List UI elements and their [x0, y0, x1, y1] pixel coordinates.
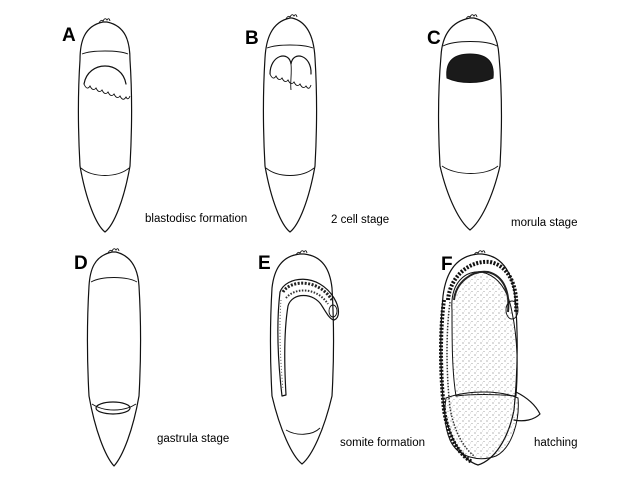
panel-d: D gastrula stage	[74, 248, 229, 467]
vegetal-line-a	[80, 167, 130, 176]
caption-b: 2 cell stage	[331, 214, 389, 226]
vegetal-line-d	[91, 403, 137, 411]
caption-f: hatching	[534, 437, 577, 449]
panel-b: B 2 cell stage	[245, 14, 389, 233]
caption-c: morula stage	[511, 217, 577, 229]
panel-label-e: E	[258, 253, 271, 274]
animal-pole-line-c	[442, 41, 498, 47]
egg-outline-c	[438, 14, 502, 231]
panel-e: E somite formation	[258, 250, 425, 465]
micropyle-e	[295, 250, 308, 256]
caption-a: blastodisc formation	[145, 213, 247, 225]
micropyle-c	[465, 14, 478, 20]
morula-cell-mass-c	[446, 53, 494, 83]
egg-outline-a	[77, 18, 133, 233]
egg-outline-b	[262, 14, 318, 233]
vegetal-line-b	[265, 167, 315, 176]
embryo-body-e	[277, 278, 340, 397]
caption-e: somite formation	[340, 437, 425, 449]
micropyle-b	[285, 14, 298, 20]
panel-f: F hatching	[439, 250, 577, 466]
egg-outline-e	[269, 250, 335, 465]
micropyle-d	[107, 248, 120, 254]
panel-label-a: A	[62, 25, 76, 46]
micropyle-a	[98, 18, 111, 24]
yolk-sac-f	[444, 271, 519, 460]
animal-pole-line-d	[90, 277, 138, 283]
panel-label-d: D	[74, 253, 88, 274]
micropyle-f	[473, 250, 486, 256]
larva-body-f	[439, 259, 519, 464]
vegetal-line-e	[285, 427, 321, 435]
two-cell-blastomeres-b	[269, 55, 312, 91]
yolk-plug-d	[95, 401, 131, 415]
panel-a: A blastodisc formation	[62, 18, 247, 233]
panel-label-c: C	[427, 28, 441, 49]
vegetal-line-c	[441, 165, 499, 174]
caption-d: gastrula stage	[157, 433, 229, 445]
eye-f	[505, 300, 519, 320]
panel-label-f: F	[441, 254, 453, 275]
panel-c: C morula stage	[427, 14, 577, 231]
animal-pole-line-b	[266, 44, 314, 49]
blastodisc-a	[83, 65, 131, 100]
tail-fin-f	[513, 391, 541, 422]
panel-label-b: B	[245, 28, 259, 49]
optic-vesicle-e	[328, 304, 338, 318]
egg-outline-d	[86, 248, 142, 467]
animal-pole-line-a	[81, 50, 129, 55]
